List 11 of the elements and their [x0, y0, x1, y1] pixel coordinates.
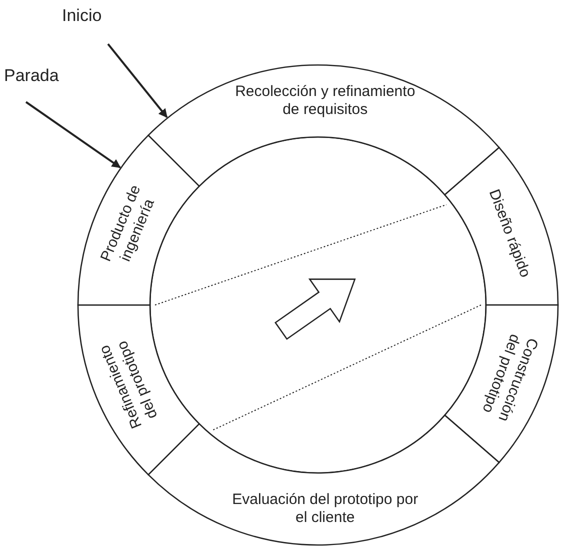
segment-label: Evaluación del prototipo por el cliente — [231, 490, 420, 527]
ring-segment — [77, 304, 200, 476]
ring-segment — [444, 146, 559, 306]
segment-label: Recolección y refinamiento de requisitos — [234, 83, 416, 120]
arrow — [107, 43, 168, 118]
arrow — [25, 101, 121, 168]
stage-label: Parada — [4, 66, 59, 86]
ring-segment — [444, 304, 559, 464]
segment-label: Diseño rápido — [484, 187, 534, 280]
ring-segment — [77, 134, 200, 306]
stage-label: Inicio — [62, 6, 102, 26]
